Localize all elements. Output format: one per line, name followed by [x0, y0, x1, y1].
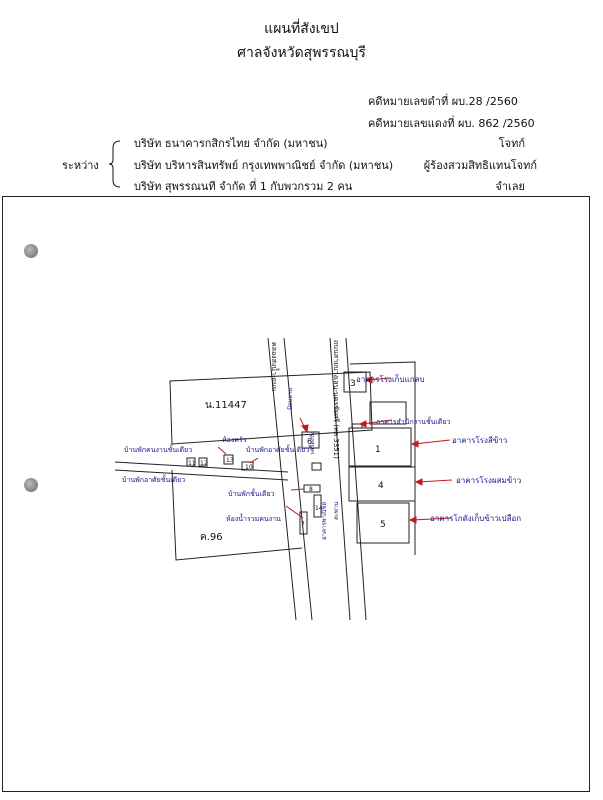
- building-office: [369, 401, 407, 425]
- road-right-label: ถนนสายบางเลน-นครชัยศรี (ทล 3351): [332, 340, 340, 459]
- parcel-outline-bottom: [171, 469, 303, 561]
- building-small-a: [186, 457, 196, 467]
- road-right: [329, 337, 367, 621]
- building-guard: [351, 423, 363, 429]
- label-house-left: บ้านพักคนงานชั้นเดียว: [124, 443, 192, 454]
- building-shop: [313, 494, 322, 518]
- between-label: ระหว่าง: [62, 159, 99, 172]
- role-plaintiff: โจทก์: [498, 137, 525, 150]
- number-10: 11: [188, 460, 196, 467]
- number-13: 14: [315, 505, 323, 512]
- label-bridge: สะพาน: [333, 502, 340, 520]
- brace-icon: [108, 140, 121, 188]
- access-road: [114, 461, 289, 481]
- number-3: 3: [350, 379, 356, 389]
- pointer-arrows: [217, 376, 453, 524]
- label-building-3: อาคารโรงเก็บแกลบ: [356, 374, 425, 384]
- label-toilet: ห้องน้ำรวมคนงาน: [226, 512, 281, 523]
- label-house-mid: บ้านพักอาศัยชั้นเดียว: [246, 443, 309, 454]
- building-toilet: [299, 511, 308, 535]
- building-small-b: [198, 457, 208, 467]
- building-5: [356, 502, 410, 544]
- red-case-number: คดีหมายเลขแดงที่ ผบ. 862 /2560: [368, 117, 535, 130]
- parcel-outline-top: [169, 371, 373, 445]
- building-1: [348, 427, 412, 467]
- label-shop: อาคารพาณิชย์: [320, 502, 328, 540]
- party-assignee: บริษัท บริหารสินทรัพย์ กรุงเทพพาณิชย์ จำ…: [134, 159, 394, 172]
- party-plaintiff: บริษัท ธนาคารกสิกรไทย จำกัด (มหาชน): [134, 137, 328, 150]
- court-name: ศาลจังหวัดสุพรรณบุรี: [237, 45, 366, 61]
- building-house-low: [303, 484, 321, 493]
- label-guard: ป้อมยาม: [287, 388, 294, 410]
- number-6: 6: [307, 437, 312, 446]
- role-assignee: ผู้ร้องสวมสิทธิแทนโจทก์: [423, 159, 537, 172]
- punch-hole: [24, 478, 38, 492]
- parcel-top-label: น.11447: [205, 400, 247, 411]
- map-frame: [2, 196, 590, 792]
- parcel-bottom-label: ค.96: [200, 532, 223, 543]
- number-8: 8: [309, 486, 313, 493]
- road-left-label: คลองส่งน้ำ-ถนน: [270, 342, 281, 392]
- label-building-1: อาคารโรงสีข้าว: [452, 435, 507, 445]
- label-kitchen: ห้องครัว: [222, 436, 247, 444]
- building-4: [348, 466, 416, 502]
- building-6: [301, 431, 320, 449]
- label-office: อาคารสำนักงานชั้นเดียว: [376, 415, 450, 426]
- label-house-left2: บ้านพักอาศัยชั้นเดียว: [122, 473, 185, 484]
- number-4: 4: [378, 481, 384, 491]
- road-left: [267, 337, 313, 621]
- number-5: 5: [380, 520, 386, 530]
- label-building-4: อาคารโรงผสมข้าว: [456, 475, 521, 485]
- building-3: [343, 371, 367, 393]
- number-7: 7: [301, 521, 305, 528]
- black-case-number: คดีหมายเลขดำที่ ผบ.28 /2560: [368, 95, 518, 108]
- number-12: 13: [226, 457, 234, 464]
- label-building-5: อาคารโกดังเก็บข้าวเปลือก: [430, 513, 521, 523]
- building-scale: [311, 462, 322, 471]
- building-kitchen: [223, 454, 234, 465]
- label-scale: เครื่องชั่ง: [308, 431, 316, 454]
- document-title: แผนที่สังเขป: [264, 21, 339, 37]
- number-9: 10: [245, 464, 253, 471]
- label-house-low: บ้านพักชั้นเดียว: [228, 487, 275, 498]
- party-defendant: บริษัท สุพรรณนที จำกัด ที่ 1 กับพวกรวม 2…: [134, 180, 353, 193]
- punch-hole: [24, 244, 38, 258]
- number-11: 12: [200, 460, 208, 467]
- number-1: 1: [375, 445, 381, 455]
- building-house-mid: [241, 461, 254, 471]
- role-defendant: จำเลย: [495, 180, 525, 193]
